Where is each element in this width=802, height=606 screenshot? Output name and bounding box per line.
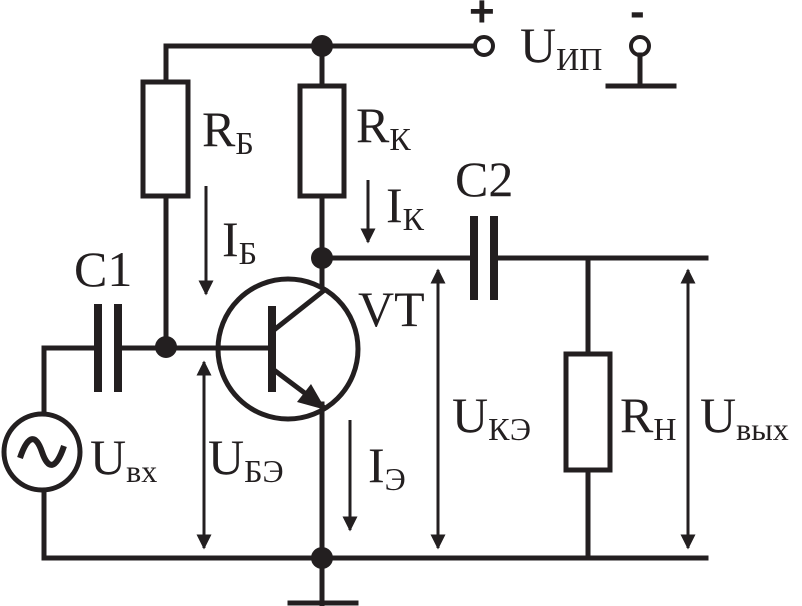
resistor-rn (563, 351, 613, 473)
uout-label: Uвых (700, 387, 789, 447)
junction-top (311, 35, 333, 57)
uin-label: Uвх (90, 429, 157, 489)
vt-label: VT (358, 281, 425, 337)
rb-label: RБ (202, 101, 254, 161)
c1-label: C1 (74, 241, 132, 297)
supply-minus-terminal (605, 35, 677, 89)
ik-label: IК (386, 177, 425, 237)
ie-label: IЭ (368, 437, 406, 497)
transistor-vt (163, 276, 361, 422)
rk-label: RК (356, 97, 411, 157)
supply-minus-sign: - (630, 0, 645, 36)
ube-label: UБЭ (208, 429, 284, 489)
capacitor-c1 (41, 304, 169, 392)
supply-plus-terminal (473, 35, 495, 57)
uke-label: UКЭ (452, 387, 531, 447)
rn-label: RН (620, 387, 676, 447)
resistor-rk (297, 83, 347, 199)
ground-rail (41, 555, 709, 606)
supply-voltage-label: UИП (520, 17, 602, 77)
supply-plus-sign: + (469, 0, 495, 36)
ib-label: IБ (222, 211, 257, 271)
ac-source-icon (1, 411, 83, 493)
c2-label: C2 (455, 151, 513, 207)
resistor-rb (140, 79, 191, 199)
capacitor-c2 (470, 216, 498, 300)
